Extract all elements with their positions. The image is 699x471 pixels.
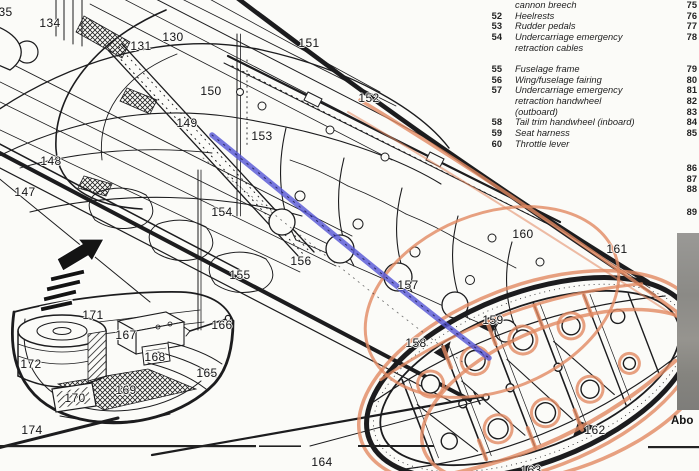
callout-163: 163 [520, 463, 542, 471]
right-column-number-81: 81 [686, 85, 697, 96]
blue-highlight-rod [202, 132, 492, 367]
callout-157: 157 [397, 278, 419, 292]
right-column-number-79: 79 [686, 63, 697, 74]
right-column-number-76: 76 [686, 10, 697, 21]
wingtip-detail-inset [0, 291, 235, 452]
callout-165: 165 [196, 366, 218, 380]
callout-153: 153 [251, 129, 273, 143]
callout-172: 172 [20, 357, 42, 371]
right-column-number-80: 80 [686, 74, 697, 85]
right-column-number-84: 84 [686, 117, 697, 128]
direction-arrow [39, 238, 106, 313]
part-label: Undercarriage emergency [515, 85, 623, 96]
part-number: 55 [491, 63, 502, 74]
part-label: (outboard) [515, 106, 558, 117]
callout-160: 160 [512, 227, 534, 241]
part-number: 58 [491, 117, 502, 128]
parts-list-continuation: (outboard) [478, 107, 558, 117]
parts-list-item-58: 58 Tail trim handwheel (inboard) [478, 117, 635, 127]
callout-168: 168 [144, 350, 166, 364]
parts-list-continuation: retraction cables [478, 43, 583, 53]
right-column-number-77: 77 [686, 21, 697, 32]
callout-155: 155 [229, 268, 251, 282]
callout-169: 169 [115, 383, 137, 397]
callout-161: 161 [606, 242, 628, 256]
callout-158: 158 [405, 336, 427, 350]
right-column-number-87: 87 [686, 173, 697, 184]
part-label: retraction cables [515, 42, 584, 53]
part-label: Throttle lever [515, 138, 570, 149]
caption-partial: Abo [671, 415, 694, 427]
parts-list-item-52: 52 Heelrests [478, 10, 555, 21]
callout-150: 150 [200, 84, 222, 98]
right-column-number-85: 85 [686, 127, 697, 138]
callout-130: 130 [162, 30, 184, 44]
parts-list-continuation: cannon breech [478, 0, 577, 10]
callout-131: 131 [130, 39, 152, 53]
callout-154: 154 [211, 205, 233, 219]
callout-147: 147 [14, 185, 36, 199]
part-label: cannon breech [515, 0, 577, 10]
callout-159: 159 [482, 313, 504, 327]
right-column-number-83: 83 [686, 106, 697, 117]
callout-170: 170 [64, 391, 86, 405]
callout-149: 149 [176, 116, 198, 130]
callout-171: 171 [82, 308, 104, 322]
part-label: Wing/fuselage fairing [515, 74, 602, 85]
callout-167: 167 [115, 328, 137, 342]
callout-162: 162 [584, 423, 606, 437]
part-number: 52 [491, 10, 502, 21]
part-number: 56 [491, 74, 502, 85]
parts-list-item-60: 60 Throttle lever [478, 138, 570, 149]
callout-152: 152 [358, 91, 380, 105]
callout-166: 166 [211, 318, 233, 332]
part-number: 54 [491, 32, 502, 42]
part-number: 59 [491, 127, 502, 138]
orange-highlight-overlay [347, 98, 699, 471]
part-number: 60 [491, 138, 502, 149]
right-column-number-89: 89 [686, 206, 697, 217]
part-label: Seat harness [515, 127, 570, 138]
parts-list-item-55: 55 Fuselage frame [478, 64, 580, 74]
parts-list-item-53: 53 Rudder pedals [478, 21, 576, 32]
right-column-number-75: 75 [686, 0, 697, 10]
callout-135: 135 [0, 5, 13, 19]
part-label: Undercarriage emergency [515, 32, 623, 42]
right-column-number-78: 78 [686, 32, 697, 42]
parts-list-item-54: 54 Undercarriage emergency [478, 32, 623, 42]
parts-list-continuation: retraction handwheel [478, 96, 601, 106]
callout-151: 151 [298, 36, 320, 50]
callout-134: 134 [39, 16, 61, 30]
right-column-number-88: 88 [686, 184, 697, 195]
right-column-number-86: 86 [686, 163, 697, 173]
parts-list-item-59: 59 Seat harness [478, 128, 570, 138]
right-column-number-82: 82 [686, 95, 697, 106]
part-label: retraction handwheel [515, 95, 602, 106]
parts-list-item-57: 57 Undercarriage emergency [478, 85, 623, 96]
part-label: Rudder pedals [515, 21, 576, 32]
parts-list-item-56: 56 Wing/fuselage fairing [478, 75, 602, 85]
part-number: 53 [491, 21, 502, 32]
callout-164: 164 [311, 455, 333, 469]
adjacent-photo-edge [677, 233, 699, 410]
part-label: Fuselage frame [515, 63, 580, 74]
part-number: 57 [491, 85, 502, 96]
part-label: Heelrests [515, 10, 555, 21]
callout-148: 148 [40, 154, 62, 168]
callout-156: 156 [290, 254, 312, 268]
callout-174: 174 [21, 423, 43, 437]
bottom-rule [0, 445, 699, 449]
part-label: Tail trim handwheel (inboard) [515, 117, 635, 128]
